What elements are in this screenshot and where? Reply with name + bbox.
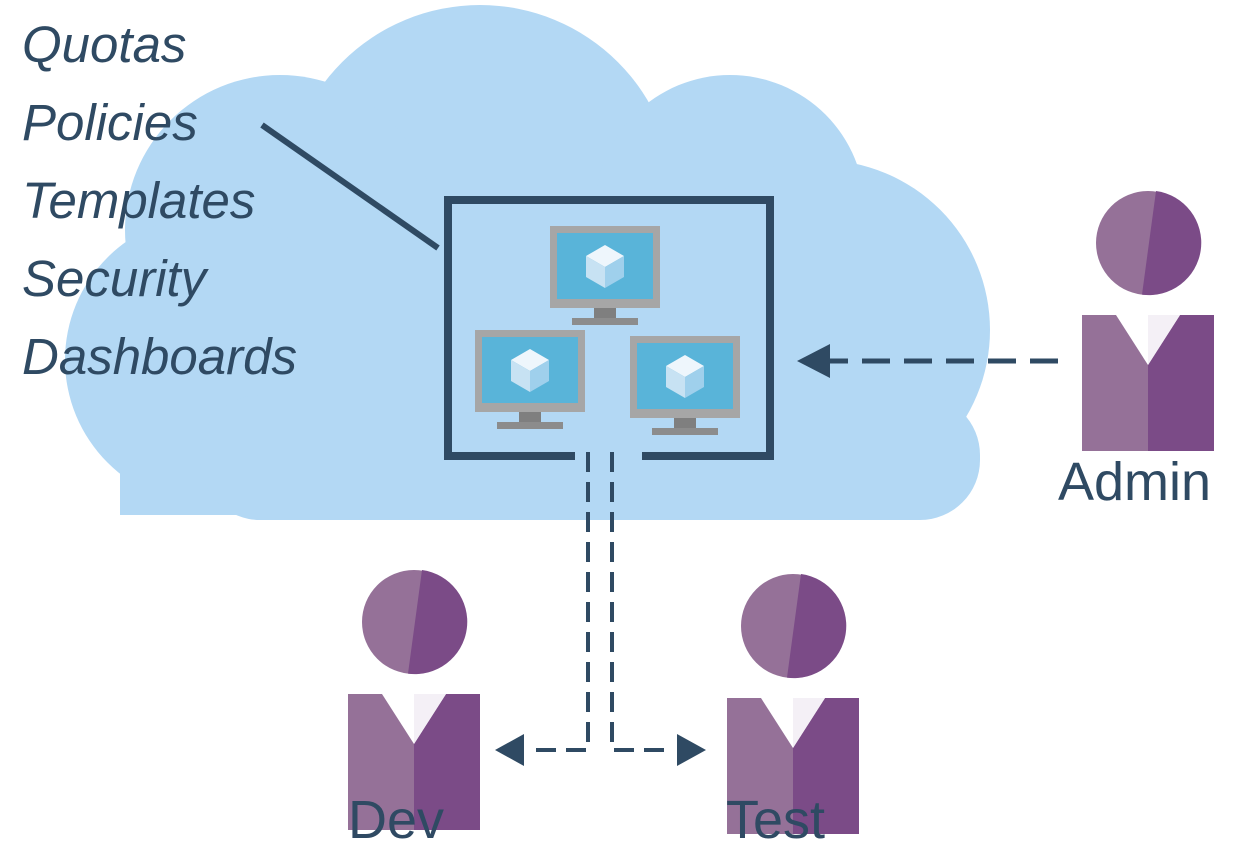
test-arrowhead (677, 734, 706, 766)
feature-item: Security (22, 250, 207, 307)
dev-label: Dev (348, 790, 445, 848)
feature-item: Templates (22, 172, 256, 229)
admin-person-icon (1082, 191, 1214, 451)
test-label: Test (726, 790, 826, 848)
feature-item: Policies (22, 94, 198, 151)
feature-item: Dashboards (22, 328, 297, 385)
dev-arrowhead (495, 734, 524, 766)
lab-frame (444, 196, 774, 460)
feature-item: Quotas (22, 16, 187, 73)
admin-arrow (797, 344, 1058, 378)
connection-lines (530, 452, 672, 752)
admin-label: Admin (1058, 452, 1212, 512)
callout-line (260, 122, 440, 251)
feature-list: Quotas Policies Templates Security Dashb… (22, 6, 297, 396)
